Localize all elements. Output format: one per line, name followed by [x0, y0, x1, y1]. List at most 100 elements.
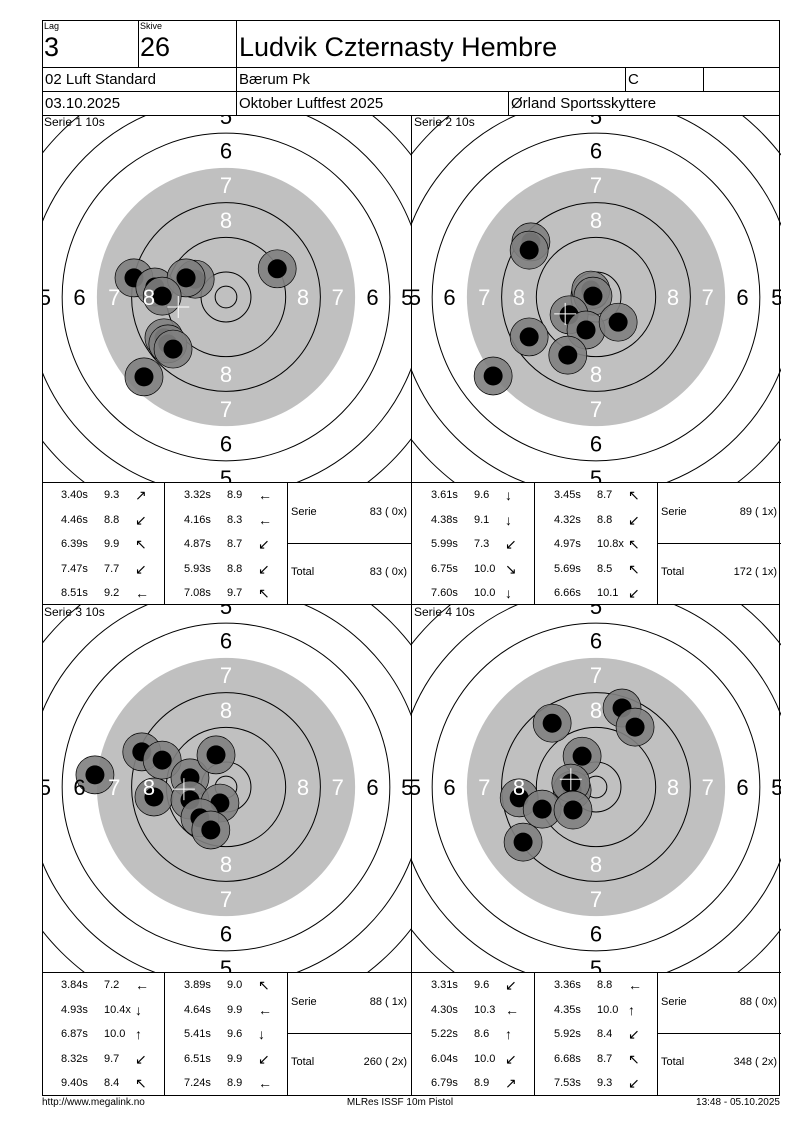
ring-label-5: 5	[220, 605, 232, 619]
ring-label-5: 5	[590, 956, 602, 972]
shot-time: 3.89s	[184, 979, 211, 991]
shot-time: 6.04s	[431, 1052, 458, 1065]
ring-label-5: 5	[401, 285, 411, 310]
ring-label-6: 6	[220, 921, 232, 946]
serie-label: Serie	[661, 506, 687, 518]
shot-direction-arrow-icon: ←	[505, 1001, 519, 1018]
ring-label-8: 8	[143, 285, 155, 310]
skive-value: 26	[140, 32, 171, 62]
shot-direction-arrow-icon: ↑	[135, 1026, 142, 1042]
shot-direction-arrow-icon: ←	[258, 511, 272, 528]
ring-label-5: 5	[220, 466, 232, 482]
shot-hole	[558, 345, 578, 365]
shot-time: 4.35s	[554, 1003, 581, 1016]
ring-label-8: 8	[513, 775, 525, 800]
ring-label-6: 6	[366, 775, 378, 800]
shot-time: 4.64s	[184, 1003, 211, 1016]
skive-cell: Skive 26	[138, 20, 237, 68]
serie-value: 83 ( 0x)	[369, 506, 407, 518]
shot-time: 6.68s	[554, 1052, 581, 1065]
shot-time: 3.84s	[61, 979, 88, 991]
total-value: 348 ( 2x)	[733, 1056, 777, 1068]
ring-label-7: 7	[590, 887, 602, 912]
shot-score: 8.9	[474, 1077, 490, 1089]
ring-label-5: 5	[412, 775, 421, 800]
shot-time: 7.08s	[184, 587, 211, 599]
ring-label-7: 7	[590, 663, 602, 688]
shot-time: 4.97s	[554, 538, 581, 550]
ring-label-5: 5	[401, 775, 411, 800]
shot-hole	[563, 800, 583, 820]
shot-score: 10.8x	[597, 538, 624, 550]
date-text: 03.10.2025	[45, 95, 121, 112]
ring-label-5: 5	[590, 466, 602, 482]
ring-label-7: 7	[702, 775, 714, 800]
shot-score: 8.3	[227, 513, 243, 526]
ring-label-8: 8	[513, 285, 525, 310]
ring-label-7: 7	[332, 775, 344, 800]
shot-hole	[509, 788, 529, 808]
ring-label-6: 6	[736, 775, 748, 800]
ring-label-6: 6	[443, 775, 455, 800]
shot-time: 3.31s	[431, 979, 458, 991]
shot-time: 8.32s	[61, 1052, 88, 1065]
shot-score: 10.0	[104, 1028, 126, 1040]
shot-direction-arrow-icon: ↙	[505, 977, 517, 993]
ring-label-5: 5	[220, 956, 232, 972]
footer-program: MLRes ISSF 10m Pistol	[346, 1097, 454, 1108]
ring-9	[535, 236, 657, 358]
serie-title: Serie 2 10s	[414, 115, 475, 129]
shot-score: 8.9	[227, 489, 243, 501]
footer-url[interactable]: http://www.megalink.no	[42, 1097, 145, 1108]
shot-time: 5.93s	[184, 562, 211, 575]
shot-direction-arrow-icon: ↓	[505, 487, 512, 503]
club-cell: Bærum Pk	[236, 67, 626, 92]
shot-direction-arrow-icon: ←	[258, 1075, 272, 1091]
shot-time: 7.24s	[184, 1077, 211, 1089]
shot-direction-arrow-icon: ↑	[505, 1026, 512, 1042]
shot-score: 9.7	[104, 1052, 120, 1065]
ring-label-6: 6	[220, 629, 232, 654]
shot-direction-arrow-icon: ↖	[628, 560, 640, 577]
shot-direction-arrow-icon: ↖	[628, 1050, 640, 1067]
ring-label-6: 6	[220, 139, 232, 164]
ring-label-6: 6	[590, 139, 602, 164]
shot-time: 8.51s	[61, 587, 88, 599]
shot-score: 10.0	[474, 1052, 496, 1065]
ring-label-6: 6	[220, 431, 232, 456]
ring-label-8: 8	[590, 208, 602, 233]
summary-divider	[288, 543, 411, 544]
shot-score: 9.2	[104, 587, 120, 599]
shot-direction-arrow-icon: ←	[258, 487, 272, 503]
shot-score: 8.7	[597, 489, 613, 501]
shot-hole	[625, 717, 645, 737]
shot-hole	[583, 286, 603, 306]
shot-time: 7.53s	[554, 1077, 581, 1089]
ring-label-7: 7	[220, 663, 232, 688]
total-value: 172 ( 1x)	[733, 566, 777, 578]
shot-score: 10.0	[597, 1003, 619, 1016]
shot-time: 5.99s	[431, 538, 458, 550]
organizer-text: Ørland Sportsskyttere	[511, 95, 657, 112]
total-label: Total	[661, 1056, 685, 1068]
name-cell: Ludvik Czternasty Hembre	[236, 20, 780, 68]
shot-score: 7.2	[104, 979, 120, 991]
